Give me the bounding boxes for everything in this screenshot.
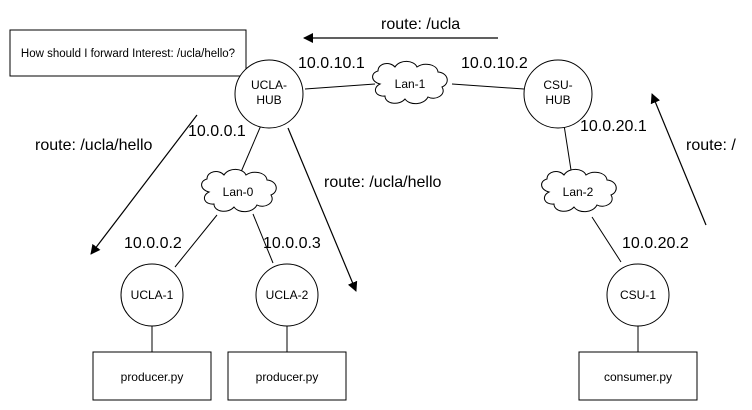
route-label-right: route: / — [686, 137, 736, 154]
ip-csu-hub-lan1: 10.0.10.2 — [461, 55, 528, 72]
ucla-hub-node: UCLA- HUB — [234, 59, 304, 129]
csu-hub-node: CSU- HUB — [523, 59, 593, 129]
csu-1-node: CSU-1 — [606, 263, 670, 327]
ucla-hub-label-line2: HUB — [256, 93, 281, 107]
lan-1-cloud: Lan-1 — [372, 60, 448, 105]
lan-0-cloud: Lan-0 — [201, 168, 277, 213]
route-arrow-middle — [287, 127, 358, 292]
route-label-middle: route: /ucla/hello — [324, 174, 442, 191]
producer-2-box: producer.py — [227, 351, 347, 401]
consumer-label: consumer.py — [604, 370, 672, 384]
link-ucla-hub-lan0 — [240, 122, 263, 173]
link-lan0-ucla-2 — [252, 213, 274, 264]
question-text: How should I forward Interest: /ucla/hel… — [21, 48, 235, 60]
route-arrow-right — [650, 93, 707, 226]
link-lan1-csu-hub — [451, 83, 525, 90]
ip-ucla-2: 10.0.0.3 — [263, 235, 321, 252]
link-lan0-ucla-1 — [174, 214, 218, 268]
lan-1-label: Lan-1 — [395, 77, 426, 91]
ip-csu-1: 10.0.20.2 — [622, 235, 689, 252]
link-ucla-hub-lan1 — [304, 83, 376, 90]
producer-1-label: producer.py — [121, 370, 184, 384]
lan-2-label: Lan-2 — [563, 185, 594, 199]
producer-2-label: producer.py — [256, 370, 319, 384]
ip-ucla-1: 10.0.0.2 — [124, 235, 182, 252]
route-label-top: route: /ucla — [381, 16, 460, 33]
ucla-2-label: UCLA-2 — [266, 288, 309, 302]
link-csu-hub-lan2 — [563, 124, 572, 171]
ucla-hub-label-line1: UCLA- — [251, 78, 287, 92]
ip-ucla-hub-lan0: 10.0.0.1 — [188, 123, 246, 140]
csu-1-label: CSU-1 — [620, 288, 656, 302]
consumer-box: consumer.py — [578, 351, 698, 401]
csu-hub-label-line2: HUB — [545, 93, 570, 107]
route-arrow-left — [90, 114, 198, 255]
link-lan2-csu-1 — [591, 216, 622, 263]
ip-ucla-hub-lan1: 10.0.10.1 — [298, 55, 365, 72]
ip-csu-hub-lan2: 10.0.20.1 — [580, 118, 647, 135]
ucla-2-node: UCLA-2 — [255, 263, 319, 327]
ucla-1-label: UCLA-1 — [131, 288, 174, 302]
csu-hub-label-line1: CSU- — [543, 78, 572, 92]
lan-2-cloud: Lan-2 — [541, 168, 617, 213]
producer-1-box: producer.py — [92, 351, 212, 401]
ucla-1-node: UCLA-1 — [120, 263, 184, 327]
route-label-left: route: /ucla/hello — [35, 137, 153, 154]
question-box — [9, 29, 247, 77]
lan-0-label: Lan-0 — [223, 185, 254, 199]
